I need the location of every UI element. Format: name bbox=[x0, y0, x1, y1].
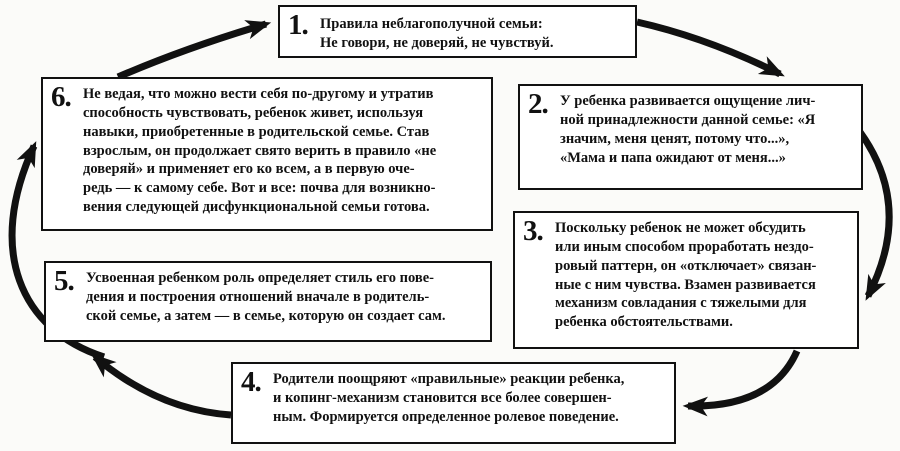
stage-number: 1. bbox=[288, 9, 309, 41]
stage-number: 2. bbox=[528, 88, 549, 120]
stage-number: 6. bbox=[51, 81, 72, 113]
stage-box-5: 5. Усвоенная ребенком роль определяет ст… bbox=[44, 261, 492, 342]
arrow-4-to-5 bbox=[90, 353, 232, 419]
stage-text: Не ведая, что можно вести себя по-другом… bbox=[83, 86, 437, 216]
arrow-6-to-1 bbox=[116, 20, 272, 81]
stage-text: Усвоенная ребенком роль определяет стиль… bbox=[86, 270, 446, 324]
arrow-1-to-2 bbox=[636, 18, 785, 78]
stage-box-6: 6. Не ведая, что можно вести себя по-дру… bbox=[41, 77, 493, 231]
stage-box-1: 1. Правила неблагополучной семьи: Не гов… bbox=[278, 5, 637, 58]
arrow-5-to-6 bbox=[8, 141, 106, 361]
stage-number: 5. bbox=[54, 265, 75, 297]
stage-number: 3. bbox=[523, 215, 544, 247]
stage-text: Родители поощряют «правильные» реакции р… bbox=[273, 371, 625, 425]
stage-text: У ребенка развивается ощущение лич- ной … bbox=[560, 93, 816, 166]
arrow-3-to-4 bbox=[682, 349, 801, 417]
stage-text: Правила неблагополучной семьи: Не говори… bbox=[320, 16, 554, 51]
stage-number: 4. bbox=[241, 366, 262, 398]
stage-box-4: 4. Родители поощряют «правильные» реакци… bbox=[231, 362, 676, 444]
arrow-2-to-3 bbox=[857, 129, 893, 301]
stage-box-2: 2. У ребенка развивается ощущение лич- н… bbox=[518, 84, 863, 190]
stage-text: Поскольку ребенок не может обсудить или … bbox=[555, 220, 817, 331]
stage-box-3: 3. Поскольку ребенок не может обсудить и… bbox=[513, 211, 859, 349]
